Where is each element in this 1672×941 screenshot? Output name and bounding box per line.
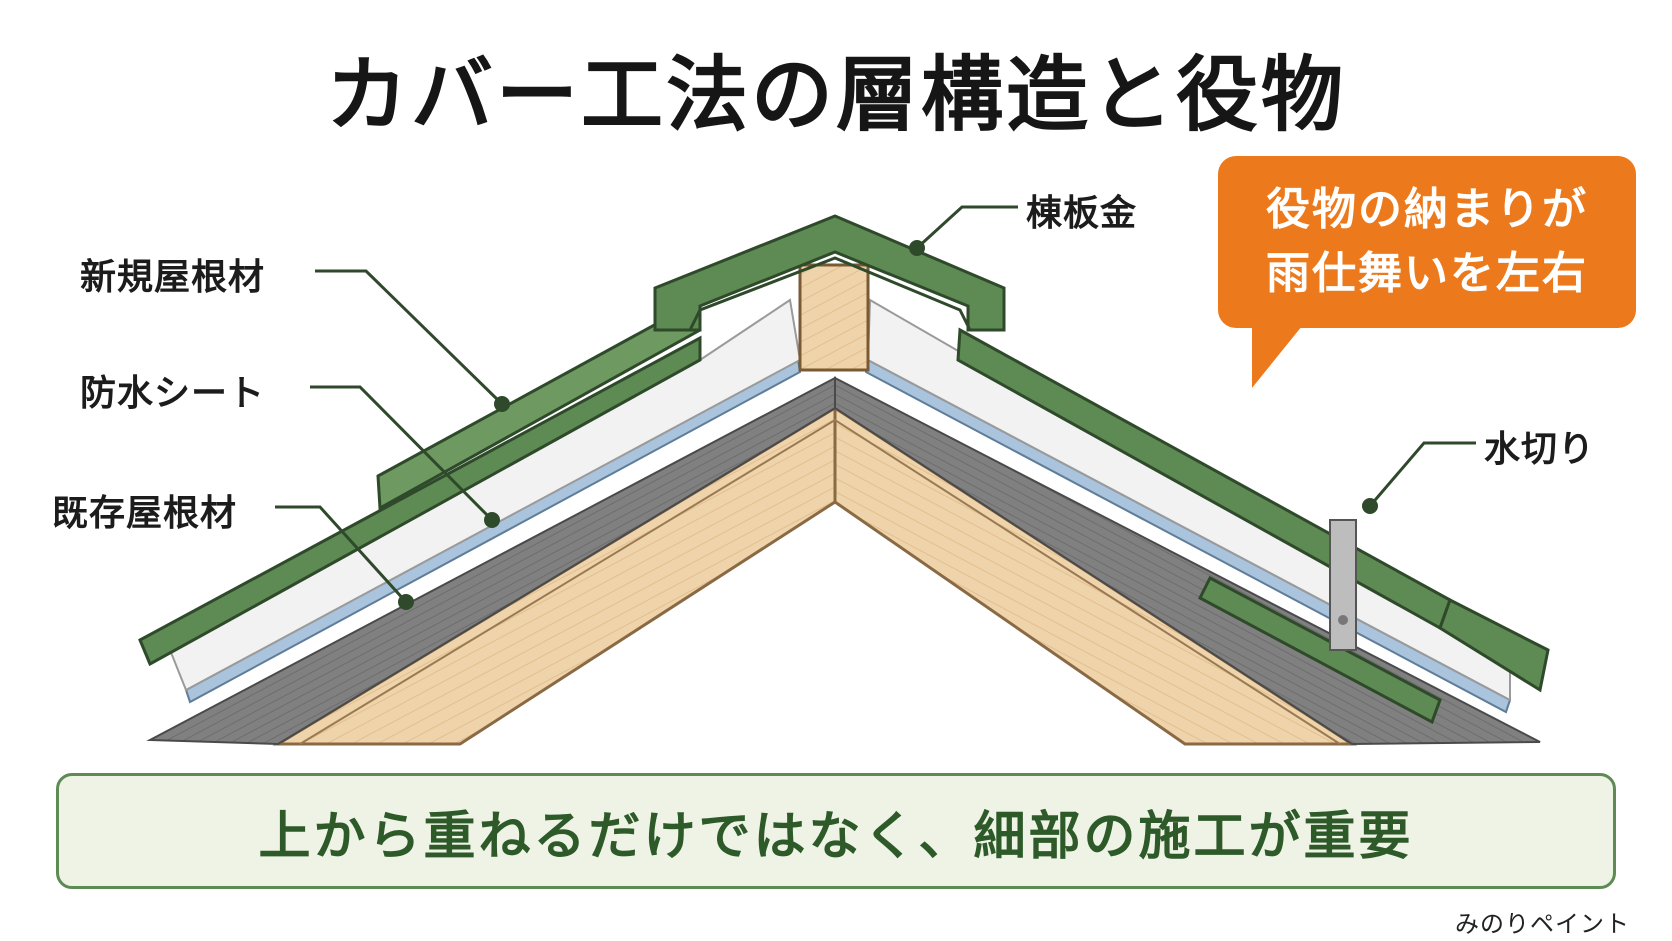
callout-bubble: 役物の納まりが 雨仕舞いを左右 xyxy=(1218,156,1636,328)
label-new-roof: 新規屋根材 xyxy=(80,257,266,298)
callout-tail xyxy=(1252,326,1302,388)
leader-waterproof xyxy=(310,385,494,522)
existing-roof-layer xyxy=(146,376,1541,746)
new-roof-panels xyxy=(138,297,1550,693)
leader-existing xyxy=(275,505,408,604)
leader-ridge xyxy=(915,205,1018,250)
leader-new-roof xyxy=(315,269,504,406)
label-existing-roof: 既存屋根材 xyxy=(52,493,238,534)
drip-edge-piece xyxy=(1198,519,1442,725)
ridge-wood-block xyxy=(798,263,870,372)
leader-drip xyxy=(1368,441,1476,507)
label-waterproof-sheet: 防水シート xyxy=(80,373,266,414)
summary-banner: 上から重ねるだけではなく、細部の施工が重要 xyxy=(56,773,1616,889)
label-drip-edge: 水切り xyxy=(1484,429,1596,470)
callout-line-2: 雨仕舞いを左右 xyxy=(1266,248,1588,299)
callout-line-1: 役物の納まりが xyxy=(1266,184,1588,235)
page-title: カバー工法の層構造と役物 xyxy=(325,48,1346,143)
banner-text: 上から重ねるだけではなく、細部の施工が重要 xyxy=(258,806,1414,867)
ridge-flashing xyxy=(653,214,1006,332)
leader-dots xyxy=(398,240,1378,610)
credit-text: みのりペイント xyxy=(1455,910,1630,938)
label-ridge-flashing: 棟板金 xyxy=(1026,193,1138,234)
leader-lines xyxy=(275,205,1476,604)
